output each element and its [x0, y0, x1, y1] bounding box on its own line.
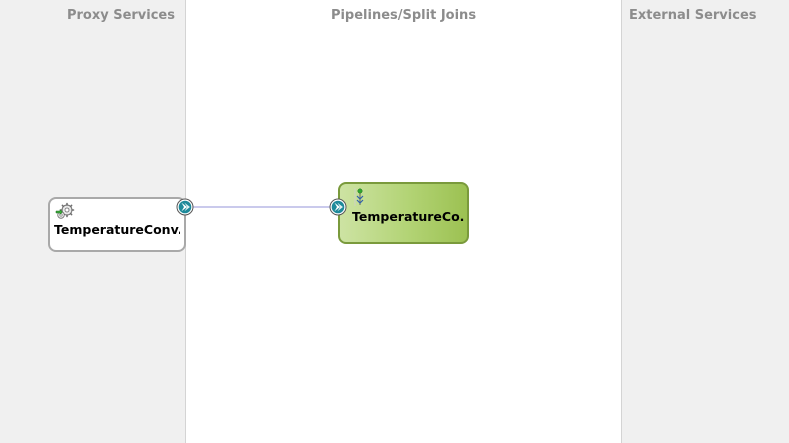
proxy-services-lane-title: Proxy Services: [66, 8, 175, 23]
chevron-right-port-icon[interactable]: [176, 198, 194, 216]
pipeline-input-port-icon[interactable]: [329, 198, 347, 216]
external-services-lane-title: External Services: [629, 8, 757, 23]
proxy-service-node[interactable]: TemperatureConv...: [48, 197, 186, 252]
proxy-service-label: TemperatureConv...: [54, 222, 180, 237]
pipeline-label: TemperatureCo...: [352, 209, 464, 224]
external-services-lane[interactable]: External Services: [622, 0, 789, 443]
gears-proxy-icon: [55, 202, 75, 221]
pipeline-flow-icon: [354, 187, 366, 207]
pipeline-node[interactable]: TemperatureCo...: [338, 182, 469, 244]
pipelines-lane-title: Pipelines/Split Joins: [330, 8, 477, 23]
